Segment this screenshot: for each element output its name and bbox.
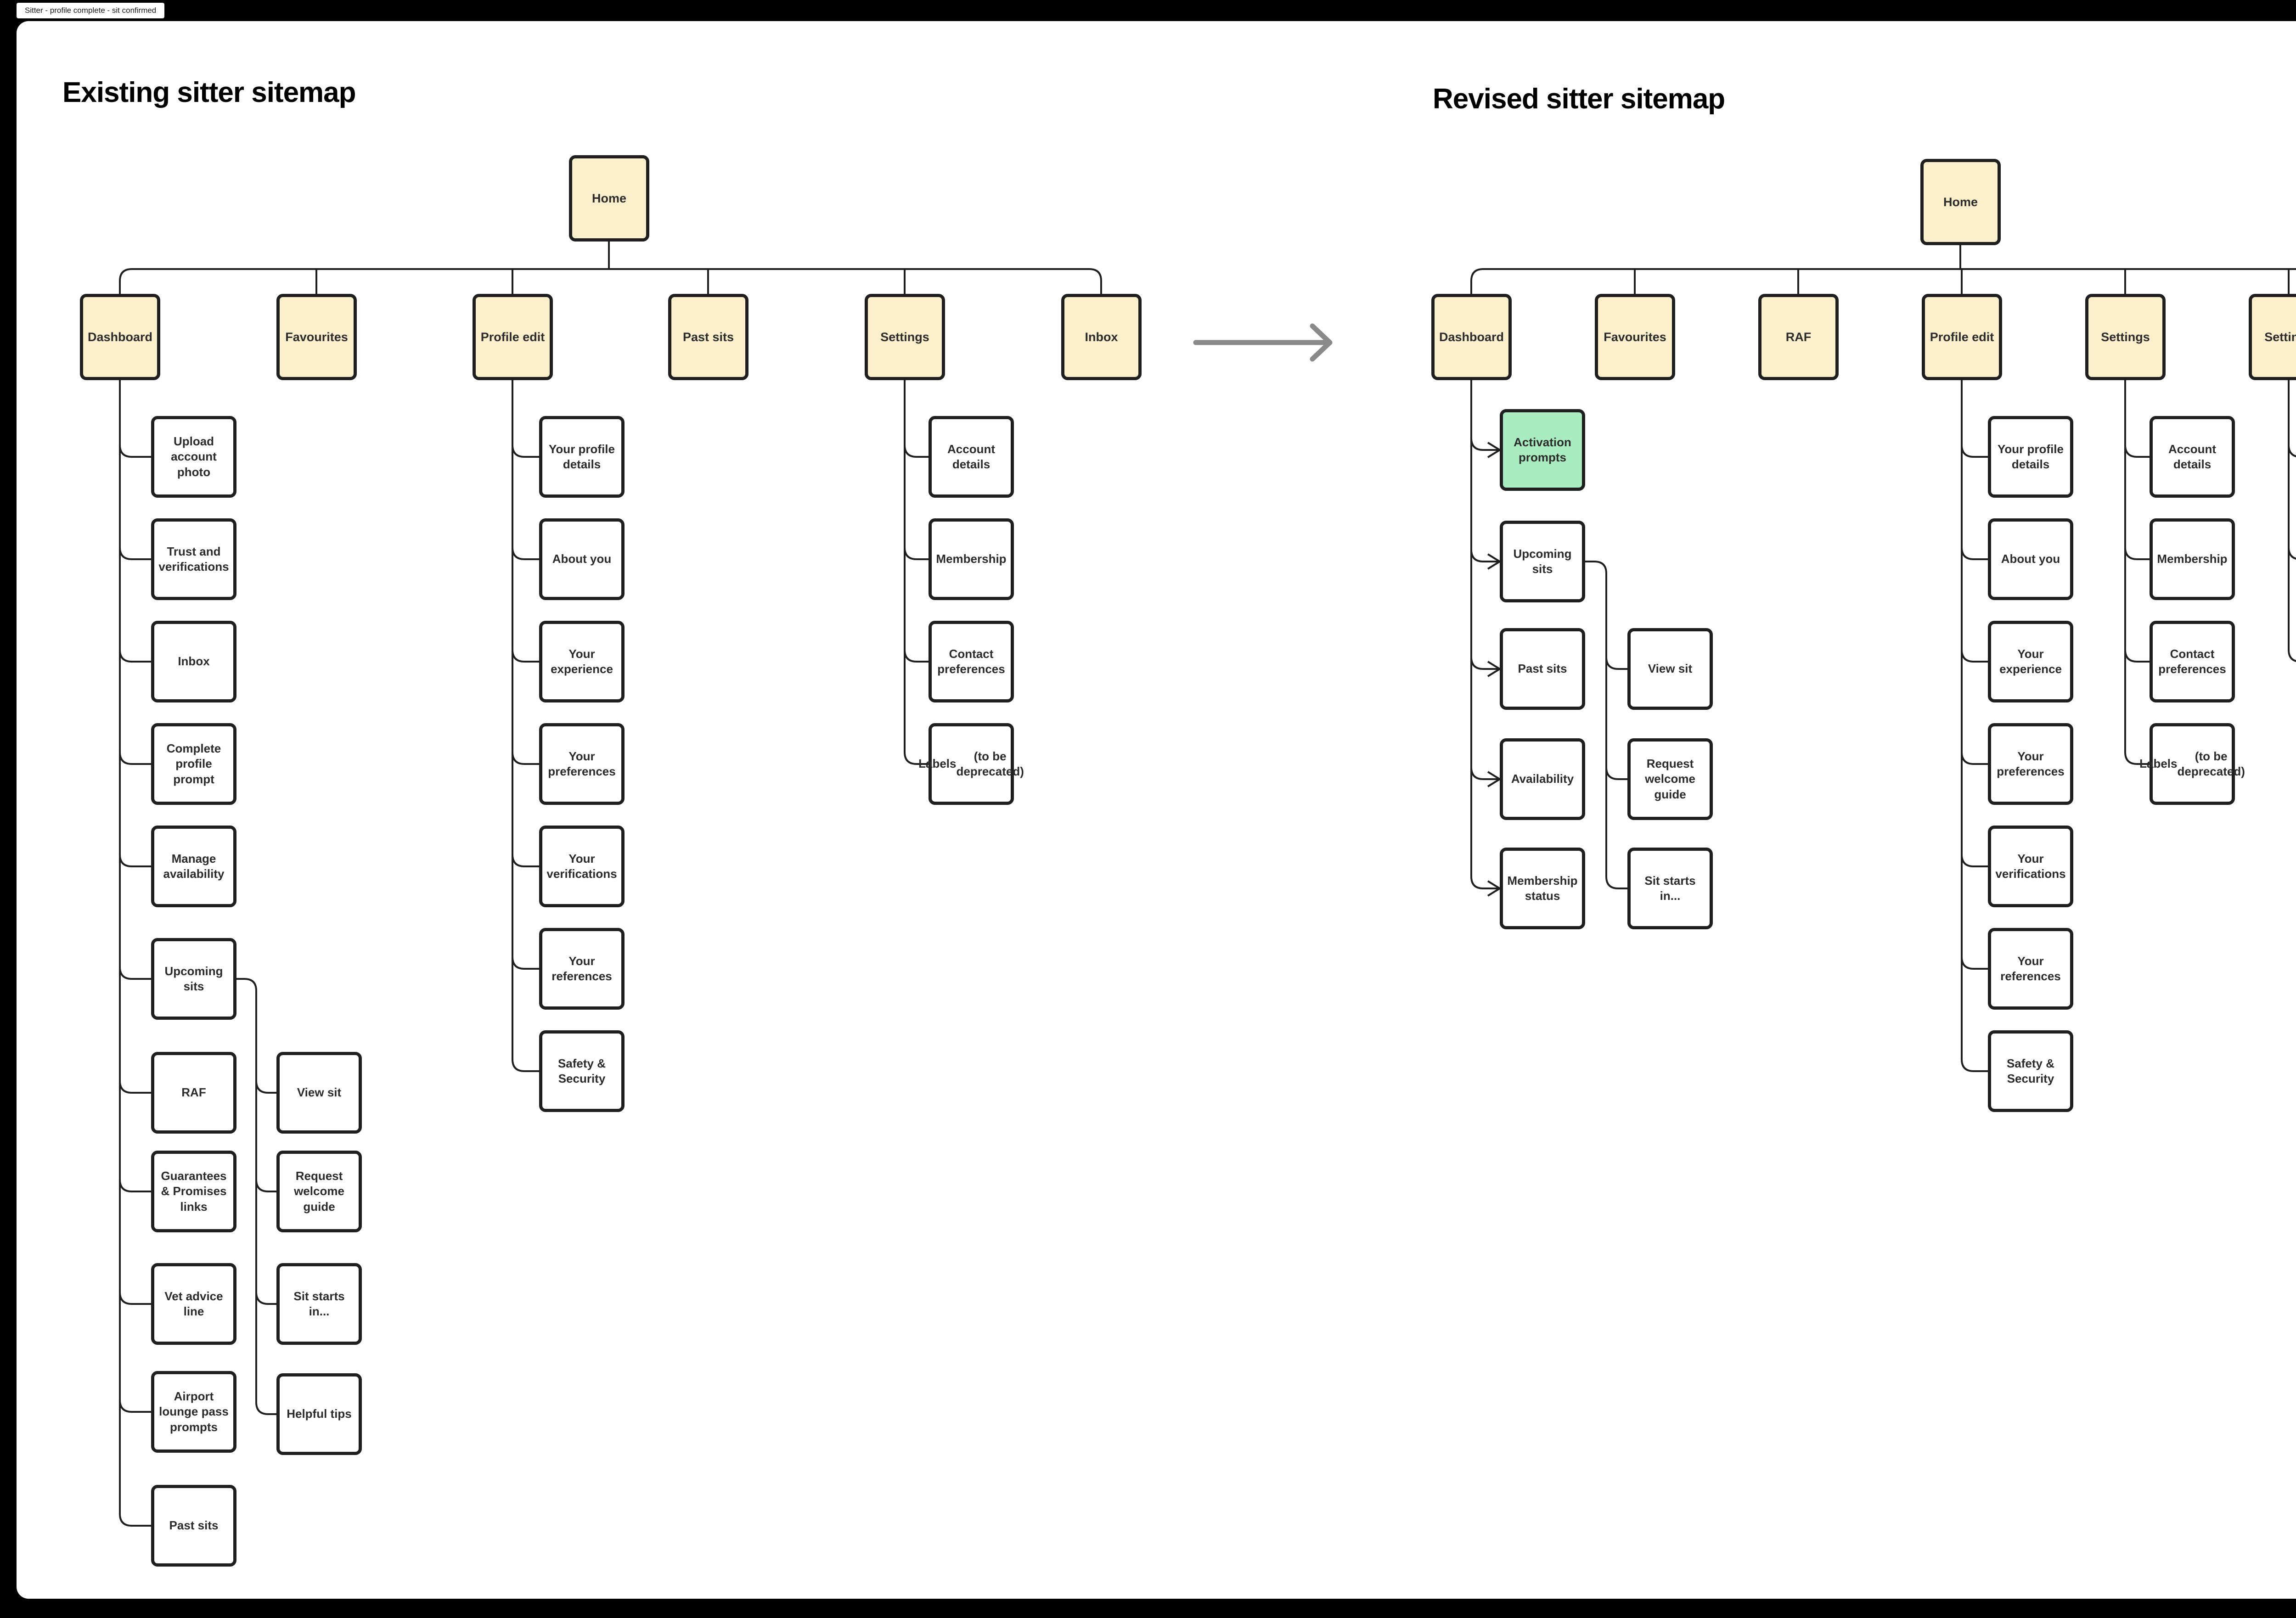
existing-dashboard-child[interactable]: Trust and verifications: [151, 518, 236, 600]
revised-settings-a-child[interactable]: Labels(to be deprecated): [2139, 723, 2245, 805]
revised-l1-dashboard[interactable]: Dashboard: [1431, 294, 1512, 380]
revised-profile-edit-child[interactable]: Your experience: [1988, 621, 2073, 702]
revised-profile-edit-child[interactable]: Your profile details: [1988, 416, 2073, 498]
revised-l1-favourites[interactable]: Favourites: [1595, 294, 1675, 380]
existing-to-revised-arrow: [1192, 315, 1348, 370]
existing-l1-dashboard[interactable]: Dashboard: [80, 294, 160, 380]
revised-upcoming-sits-child[interactable]: Request welcome guide: [1627, 738, 1713, 820]
revised-profile-edit-child[interactable]: About you: [1988, 518, 2073, 600]
revised-settings-a-child[interactable]: Contact preferences: [2150, 621, 2235, 702]
revised-dashboard-child[interactable]: Past sits: [1500, 628, 1585, 710]
existing-profile-edit-child[interactable]: Your preferences: [539, 723, 625, 805]
existing-dashboard-child[interactable]: Complete profile prompt: [151, 723, 236, 805]
existing-profile-edit-child[interactable]: Safety & Security: [539, 1030, 625, 1112]
existing-settings-child[interactable]: Membership: [929, 518, 1014, 600]
existing-upcoming-sits-child[interactable]: Helpful tips: [276, 1373, 362, 1455]
existing-l1-settings[interactable]: Settings: [865, 294, 945, 380]
file-tab-label: Sitter - profile complete - sit confirme…: [25, 6, 157, 15]
revised-dashboard-child[interactable]: Upcoming sits: [1500, 521, 1585, 602]
existing-profile-edit-child[interactable]: Your profile details: [539, 416, 625, 498]
existing-settings-child[interactable]: Labels(to be deprecated): [918, 723, 1024, 805]
revised-dashboard-child-activation-prompts[interactable]: Activation prompts: [1500, 409, 1585, 491]
existing-upcoming-sits-child[interactable]: View sit: [276, 1052, 362, 1134]
revised-dashboard-child[interactable]: Availability: [1500, 738, 1585, 820]
existing-dashboard-child[interactable]: Upload account photo: [151, 416, 236, 498]
existing-dashboard-child[interactable]: Upcoming sits: [151, 938, 236, 1020]
revised-l1-profile-edit[interactable]: Profile edit: [1922, 294, 2002, 380]
existing-root-home[interactable]: Home: [569, 155, 649, 242]
file-tab[interactable]: Sitter - profile complete - sit confirme…: [17, 3, 165, 18]
revised-settings-a-child[interactable]: Account details: [2150, 416, 2235, 498]
revised-root-home[interactable]: Home: [1920, 159, 2001, 245]
existing-profile-edit-child[interactable]: Your experience: [539, 621, 625, 702]
existing-profile-edit-child[interactable]: Your references: [539, 928, 625, 1010]
revised-upcoming-sits-child[interactable]: Sit starts in...: [1627, 848, 1713, 929]
revised-profile-edit-child[interactable]: Safety & Security: [1988, 1030, 2073, 1112]
figjam-canvas[interactable]: Existing sitter sitemap Home Dashboard F…: [17, 21, 2296, 1599]
existing-dashboard-child[interactable]: Guarantees & Promises links: [151, 1151, 236, 1232]
existing-profile-edit-child[interactable]: Your verifications: [539, 826, 625, 907]
revised-l1-raf[interactable]: RAF: [1758, 294, 1839, 380]
revised-profile-edit-child[interactable]: Your verifications: [1988, 826, 2073, 907]
existing-l1-favourites[interactable]: Favourites: [276, 294, 357, 380]
revised-settings-a-child[interactable]: Membership: [2150, 518, 2235, 600]
existing-settings-child[interactable]: Account details: [929, 416, 1014, 498]
existing-dashboard-child[interactable]: RAF: [151, 1052, 236, 1134]
existing-dashboard-child[interactable]: Manage availability: [151, 826, 236, 907]
existing-upcoming-sits-child[interactable]: Sit starts in...: [276, 1263, 362, 1345]
existing-upcoming-sits-child[interactable]: Request welcome guide: [276, 1151, 362, 1232]
connector-layer: [119, 242, 2296, 1527]
existing-settings-child[interactable]: Contact preferences: [929, 621, 1014, 702]
existing-dashboard-child[interactable]: Past sits: [151, 1485, 236, 1567]
revised-l1-settings-a[interactable]: Settings: [2085, 294, 2166, 380]
revised-l1-settings-b[interactable]: Settings: [2249, 294, 2296, 380]
revised-dashboard-child[interactable]: Membership status: [1500, 848, 1585, 929]
existing-profile-edit-child[interactable]: About you: [539, 518, 625, 600]
existing-board-title: Existing sitter sitemap: [62, 77, 356, 108]
existing-l1-past-sits[interactable]: Past sits: [668, 294, 748, 380]
existing-dashboard-child[interactable]: Airport lounge pass prompts: [151, 1371, 236, 1453]
existing-l1-inbox[interactable]: Inbox: [1061, 294, 1142, 380]
revised-board-title: Revised sitter sitemap: [1433, 83, 1725, 115]
revised-upcoming-sits-child[interactable]: View sit: [1627, 628, 1713, 710]
existing-dashboard-child[interactable]: Inbox: [151, 621, 236, 702]
revised-profile-edit-child[interactable]: Your references: [1988, 928, 2073, 1010]
existing-dashboard-child[interactable]: Vet advice line: [151, 1263, 236, 1345]
revised-profile-edit-child[interactable]: Your preferences: [1988, 723, 2073, 805]
existing-l1-profile-edit[interactable]: Profile edit: [473, 294, 553, 380]
